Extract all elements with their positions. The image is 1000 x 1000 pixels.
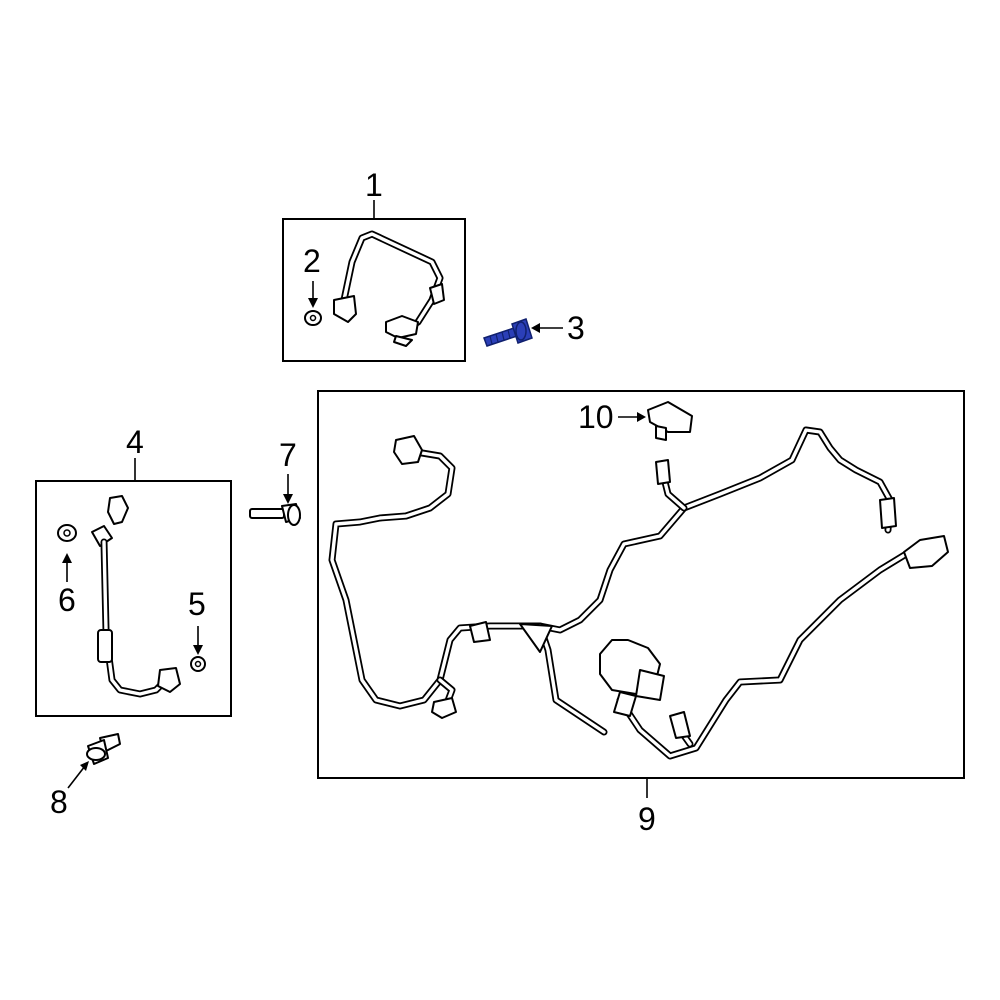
group-8: 8	[50, 733, 121, 820]
callout-4[interactable]: 4	[126, 424, 144, 460]
wiring-harness-part[interactable]	[328, 426, 949, 760]
washer-hole	[309, 314, 317, 322]
assembly-box-9	[317, 390, 965, 779]
group-7: 7	[249, 437, 301, 526]
sensor-part-10[interactable]	[647, 401, 693, 441]
callout-3[interactable]: 3	[567, 310, 585, 346]
callout-6[interactable]: 6	[58, 582, 76, 618]
arrow-8	[80, 761, 89, 771]
arrow-2	[308, 298, 318, 308]
callout-2[interactable]: 2	[303, 243, 321, 279]
speed-sensor-part[interactable]	[91, 495, 181, 698]
callout-7[interactable]: 7	[279, 437, 297, 473]
group-4: 4 6 5	[35, 424, 232, 717]
bolt-part-8[interactable]	[86, 733, 121, 765]
group-9: 9 10	[317, 390, 965, 837]
arrow-6	[62, 553, 72, 563]
washer-hole	[194, 660, 202, 668]
group-1: 1 2 3	[282, 167, 585, 362]
assembly-box-1	[282, 218, 466, 362]
arrow-5	[193, 645, 203, 655]
callout-5[interactable]: 5	[188, 586, 206, 622]
leader-line-8	[67, 765, 86, 789]
arrow-7	[283, 494, 293, 504]
bolt-part-7[interactable]	[249, 503, 301, 526]
arrow-10	[637, 412, 646, 422]
callout-1[interactable]: 1	[365, 167, 383, 203]
washer-hole	[63, 529, 71, 537]
bolt-part-3-highlighted[interactable]	[483, 318, 533, 347]
bracket-part-1[interactable]	[333, 230, 445, 347]
callout-10[interactable]: 10	[578, 399, 614, 435]
callout-8[interactable]: 8	[50, 784, 68, 820]
assembly-box-4	[35, 480, 232, 717]
callout-9[interactable]: 9	[638, 801, 656, 837]
arrow-3	[531, 323, 540, 333]
